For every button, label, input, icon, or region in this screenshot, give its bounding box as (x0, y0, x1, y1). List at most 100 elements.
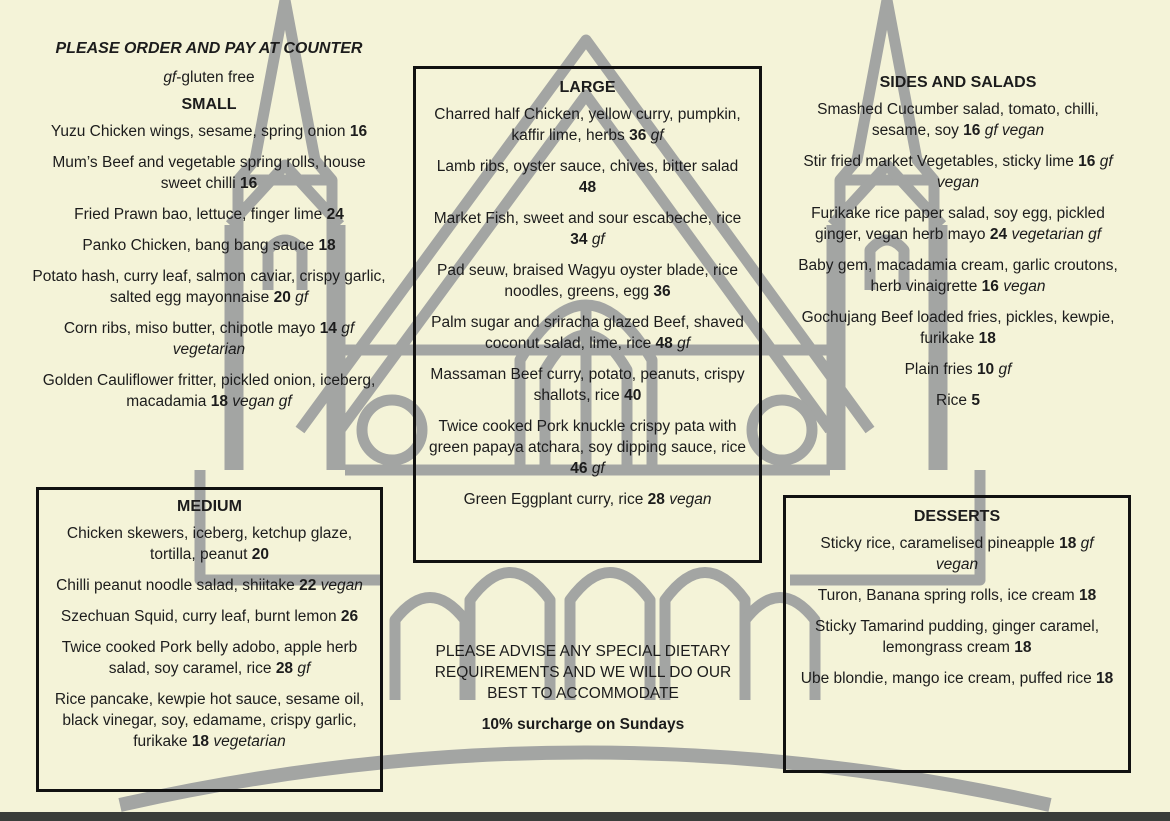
desserts-heading: DESSERTS (913, 508, 1001, 525)
menu-item: Twice cooked Pork knuckle crispy pata wi… (428, 416, 747, 479)
menu-item: Charred half Chicken, yellow curry, pump… (428, 104, 747, 146)
menu-item-price: 18 (1079, 587, 1097, 604)
menu-item-name: Plain fries (904, 361, 973, 378)
menu-item-name: Yuzu Chicken wings, sesame, spring onion (50, 123, 346, 140)
menu-item-name: Market Fish, sweet and sour escabeche, r… (433, 210, 742, 227)
menu-item: Chicken skewers, iceberg, ketchup glaze,… (49, 523, 370, 565)
menu-item: Szechuan Squid, curry leaf, burnt lemon … (49, 606, 370, 627)
menu-item: Green Eggplant curry, rice 28 vegan (428, 489, 747, 510)
menu-item: Smashed Cucumber salad, tomato, chilli, … (790, 99, 1126, 141)
menu-item-price: 48 (655, 335, 673, 352)
menu-item-price: 22 (299, 577, 317, 594)
menu-item-price: 16 (963, 122, 981, 139)
menu-item: Turon, Banana spring rolls, ice cream 18 (798, 585, 1116, 606)
large-items: Charred half Chicken, yellow curry, pump… (428, 104, 747, 510)
menu-item-name: Charred half Chicken, yellow curry, pump… (434, 106, 741, 144)
menu-item-name: Pad seuw, braised Wagyu oyster blade, ri… (437, 262, 738, 300)
menu-item-price: 36 (629, 127, 647, 144)
menu-item: Stir fried market Vegetables, sticky lim… (790, 151, 1126, 193)
menu-item: Yuzu Chicken wings, sesame, spring onion… (30, 121, 388, 142)
large-heading: LARGE (559, 79, 616, 96)
menu-item: Furikake rice paper salad, soy egg, pick… (790, 203, 1126, 245)
menu-item: Corn ribs, miso butter, chipotle mayo 14… (30, 318, 388, 360)
menu-item-dietary-tags: vegan gf (232, 393, 292, 410)
menu-item-price: 18 (1059, 535, 1077, 552)
menu-item-price: 16 (349, 123, 368, 140)
menu-item: Sticky Tamarind pudding, ginger caramel,… (798, 616, 1116, 658)
sides-heading: SIDES AND SALADS (879, 74, 1037, 91)
menu-item-name: Sticky Tamarind pudding, ginger caramel,… (814, 618, 1100, 656)
menu-item-dietary-tags: gf vegan (936, 153, 1113, 191)
menu-item-name: Golden Cauliflower fritter, pickled onio… (42, 372, 376, 410)
menu-item-price: 46 (570, 460, 588, 477)
menu-item-price: 36 (653, 283, 671, 300)
menu-item-name: Baby gem, macadamia cream, garlic crouto… (798, 257, 1118, 295)
menu-item-name: Lamb ribs, oyster sauce, chives, bitter … (436, 158, 739, 175)
medium-section: MEDIUM Chicken skewers, iceberg, ketchup… (36, 487, 383, 792)
large-section: LARGE Charred half Chicken, yellow curry… (413, 66, 762, 563)
menu-item-price: 18 (318, 237, 336, 254)
menu-item-name: Gochujang Beef loaded fries, pickles, ke… (801, 309, 1115, 347)
menu-item-dietary-tags: gf (677, 335, 691, 352)
menu-item: Twice cooked Pork belly adobo, apple her… (49, 637, 370, 679)
menu-item-name: Fried Prawn bao, lettuce, finger lime (74, 206, 323, 223)
menu-item-price: 20 (251, 546, 269, 563)
sunday-surcharge: 10% surcharge on Sundays (481, 716, 685, 733)
bottom-border (0, 812, 1170, 821)
menu-item-price: 28 (647, 491, 665, 508)
menu-item-price: 16 (981, 278, 999, 295)
menu-item: Mum’s Beef and vegetable spring rolls, h… (30, 152, 388, 194)
menu-item: Fried Prawn bao, lettuce, finger lime 24 (30, 204, 388, 225)
menu-item: Baby gem, macadamia cream, garlic crouto… (790, 255, 1126, 297)
menu-item-name: Chilli peanut noodle salad, shiitake (56, 577, 295, 594)
menu-item-name: Corn ribs, miso butter, chipotle mayo (63, 320, 316, 337)
menu-item: Palm sugar and sriracha glazed Beef, sha… (428, 312, 747, 354)
menu-item-name: Furikake rice paper salad, soy egg, pick… (811, 205, 1105, 243)
menu-item-name: Potato hash, curry leaf, salmon caviar, … (32, 268, 386, 306)
menu-item-name: Stir fried market Vegetables, sticky lim… (803, 153, 1074, 170)
menu-item-dietary-tags: gf vegetarian (172, 320, 355, 358)
menu-item-dietary-tags: gf (998, 361, 1012, 378)
small-items: Yuzu Chicken wings, sesame, spring onion… (30, 121, 388, 412)
menu-item-name: Massaman Beef curry, potato, peanuts, cr… (430, 366, 745, 404)
menu-item-price: 18 (210, 393, 228, 410)
small-heading: SMALL (181, 96, 237, 113)
gf-abbrev: gf (163, 69, 177, 86)
menu-item: Panko Chicken, bang bang sauce 18 (30, 235, 388, 256)
menu-item-name: Mum’s Beef and vegetable spring rolls, h… (52, 154, 366, 192)
menu-item-price: 26 (340, 608, 359, 625)
menu-item-name: Rice (936, 392, 968, 409)
menu-item-price: 18 (191, 733, 210, 750)
menu-item-price: 16 (240, 175, 258, 192)
menu-item-price: 48 (578, 179, 597, 196)
menu-item-name: Rice pancake, kewpie hot sauce, sesame o… (54, 691, 365, 750)
menu-item: Potato hash, curry leaf, salmon caviar, … (30, 266, 388, 308)
menu-item-price: 5 (971, 392, 980, 409)
menu-item-name: Chicken skewers, iceberg, ketchup glaze,… (66, 525, 353, 563)
menu-item-price: 16 (1078, 153, 1096, 170)
menu-item: Massaman Beef curry, potato, peanuts, cr… (428, 364, 747, 406)
small-section: PLEASE ORDER AND PAY AT COUNTER gf-glute… (30, 38, 388, 422)
menu-item-dietary-tags: gf vegan (935, 535, 1094, 573)
menu-item-name: Sticky rice, caramelised pineapple (820, 535, 1055, 552)
menu-item: Golden Cauliflower fritter, pickled onio… (30, 370, 388, 412)
menu-item-price: 14 (319, 320, 337, 337)
dietary-advice: PLEASE ADVISE ANY SPECIAL DIETARY REQUIR… (418, 641, 748, 735)
menu-item-dietary-tags: vegetarian gf (1011, 226, 1102, 243)
menu-item-price: 24 (989, 226, 1008, 243)
menu-item-dietary-tags: gf vegan (984, 122, 1045, 139)
menu-item-dietary-tags: gf (297, 660, 311, 677)
menu-item-name: Green Eggplant curry, rice (463, 491, 644, 508)
menu-item: Ube blondie, mango ice cream, puffed ric… (798, 668, 1116, 689)
menu-item-price: 18 (1014, 639, 1032, 656)
medium-items: Chicken skewers, iceberg, ketchup glaze,… (49, 523, 370, 752)
menu-item-name: Turon, Banana spring rolls, ice cream (817, 587, 1075, 604)
menu-item-price: 20 (273, 289, 291, 306)
menu-item: Rice 5 (790, 390, 1126, 411)
menu-item-price: 28 (275, 660, 294, 677)
gf-legend: gf-gluten free (30, 67, 388, 88)
menu-item: Gochujang Beef loaded fries, pickles, ke… (790, 307, 1126, 349)
menu-item-name: Panko Chicken, bang bang sauce (82, 237, 315, 254)
menu-item: Market Fish, sweet and sour escabeche, r… (428, 208, 747, 250)
